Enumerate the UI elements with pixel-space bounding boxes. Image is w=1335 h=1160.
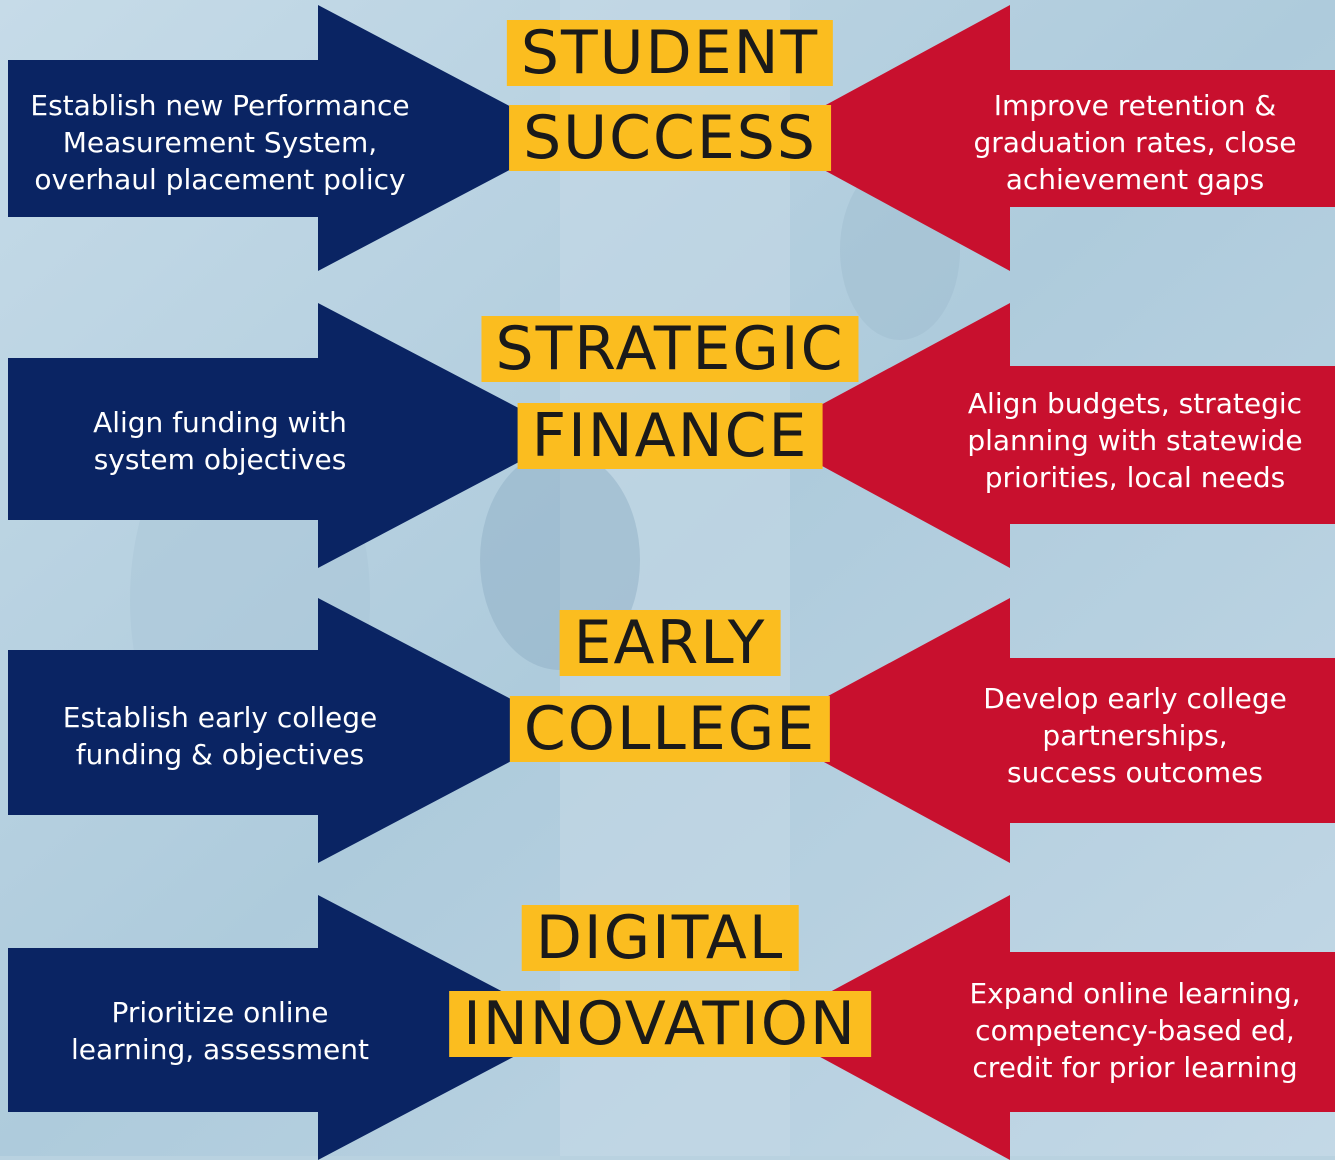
left-arrow — [8, 303, 570, 568]
row-early-college: Establish early college funding & object… — [0, 595, 1335, 865]
left-arrow-text: Align funding with system objectives — [93, 405, 347, 476]
left-arrow — [8, 5, 570, 271]
title-tag-line2: FINANCE — [517, 403, 823, 469]
right-arrow-text: Align budgets, strategic planning with s… — [967, 387, 1303, 494]
right-arrow — [765, 303, 1335, 568]
left-arrow — [8, 598, 570, 863]
title-tag-line1: STUDENT — [506, 20, 834, 86]
right-arrow — [765, 895, 1335, 1160]
left-arrow-text: Prioritize online learning, assessment — [71, 995, 369, 1066]
row-digital-innovation: Prioritize online learning, assessment E… — [0, 890, 1335, 1160]
title-tag-line1: STRATEGIC — [481, 316, 859, 382]
right-arrow-text: Expand online learning, competency-based… — [969, 977, 1301, 1084]
title-tag-line2: SUCCESS — [509, 105, 831, 171]
right-arrow-text: Develop early college partnerships, succ… — [983, 682, 1287, 789]
title-tag-line1: EARLY — [559, 610, 781, 676]
row-student-success: Establish new Performance Measurement Sy… — [0, 5, 1335, 275]
title-tag-line2: INNOVATION — [449, 991, 871, 1057]
left-arrow-text: Establish new Performance Measurement Sy… — [30, 89, 410, 196]
title-tag-line1: DIGITAL — [521, 905, 799, 971]
right-arrow — [765, 5, 1335, 271]
left-arrow — [8, 895, 570, 1160]
left-arrow-text: Establish early college funding & object… — [62, 700, 378, 771]
right-arrow — [765, 598, 1335, 863]
row-strategic-finance: Align funding with system objectives Ali… — [0, 300, 1335, 570]
title-tag-line2: COLLEGE — [509, 696, 831, 762]
right-arrow-text: Improve retention & graduation rates, cl… — [973, 89, 1297, 196]
